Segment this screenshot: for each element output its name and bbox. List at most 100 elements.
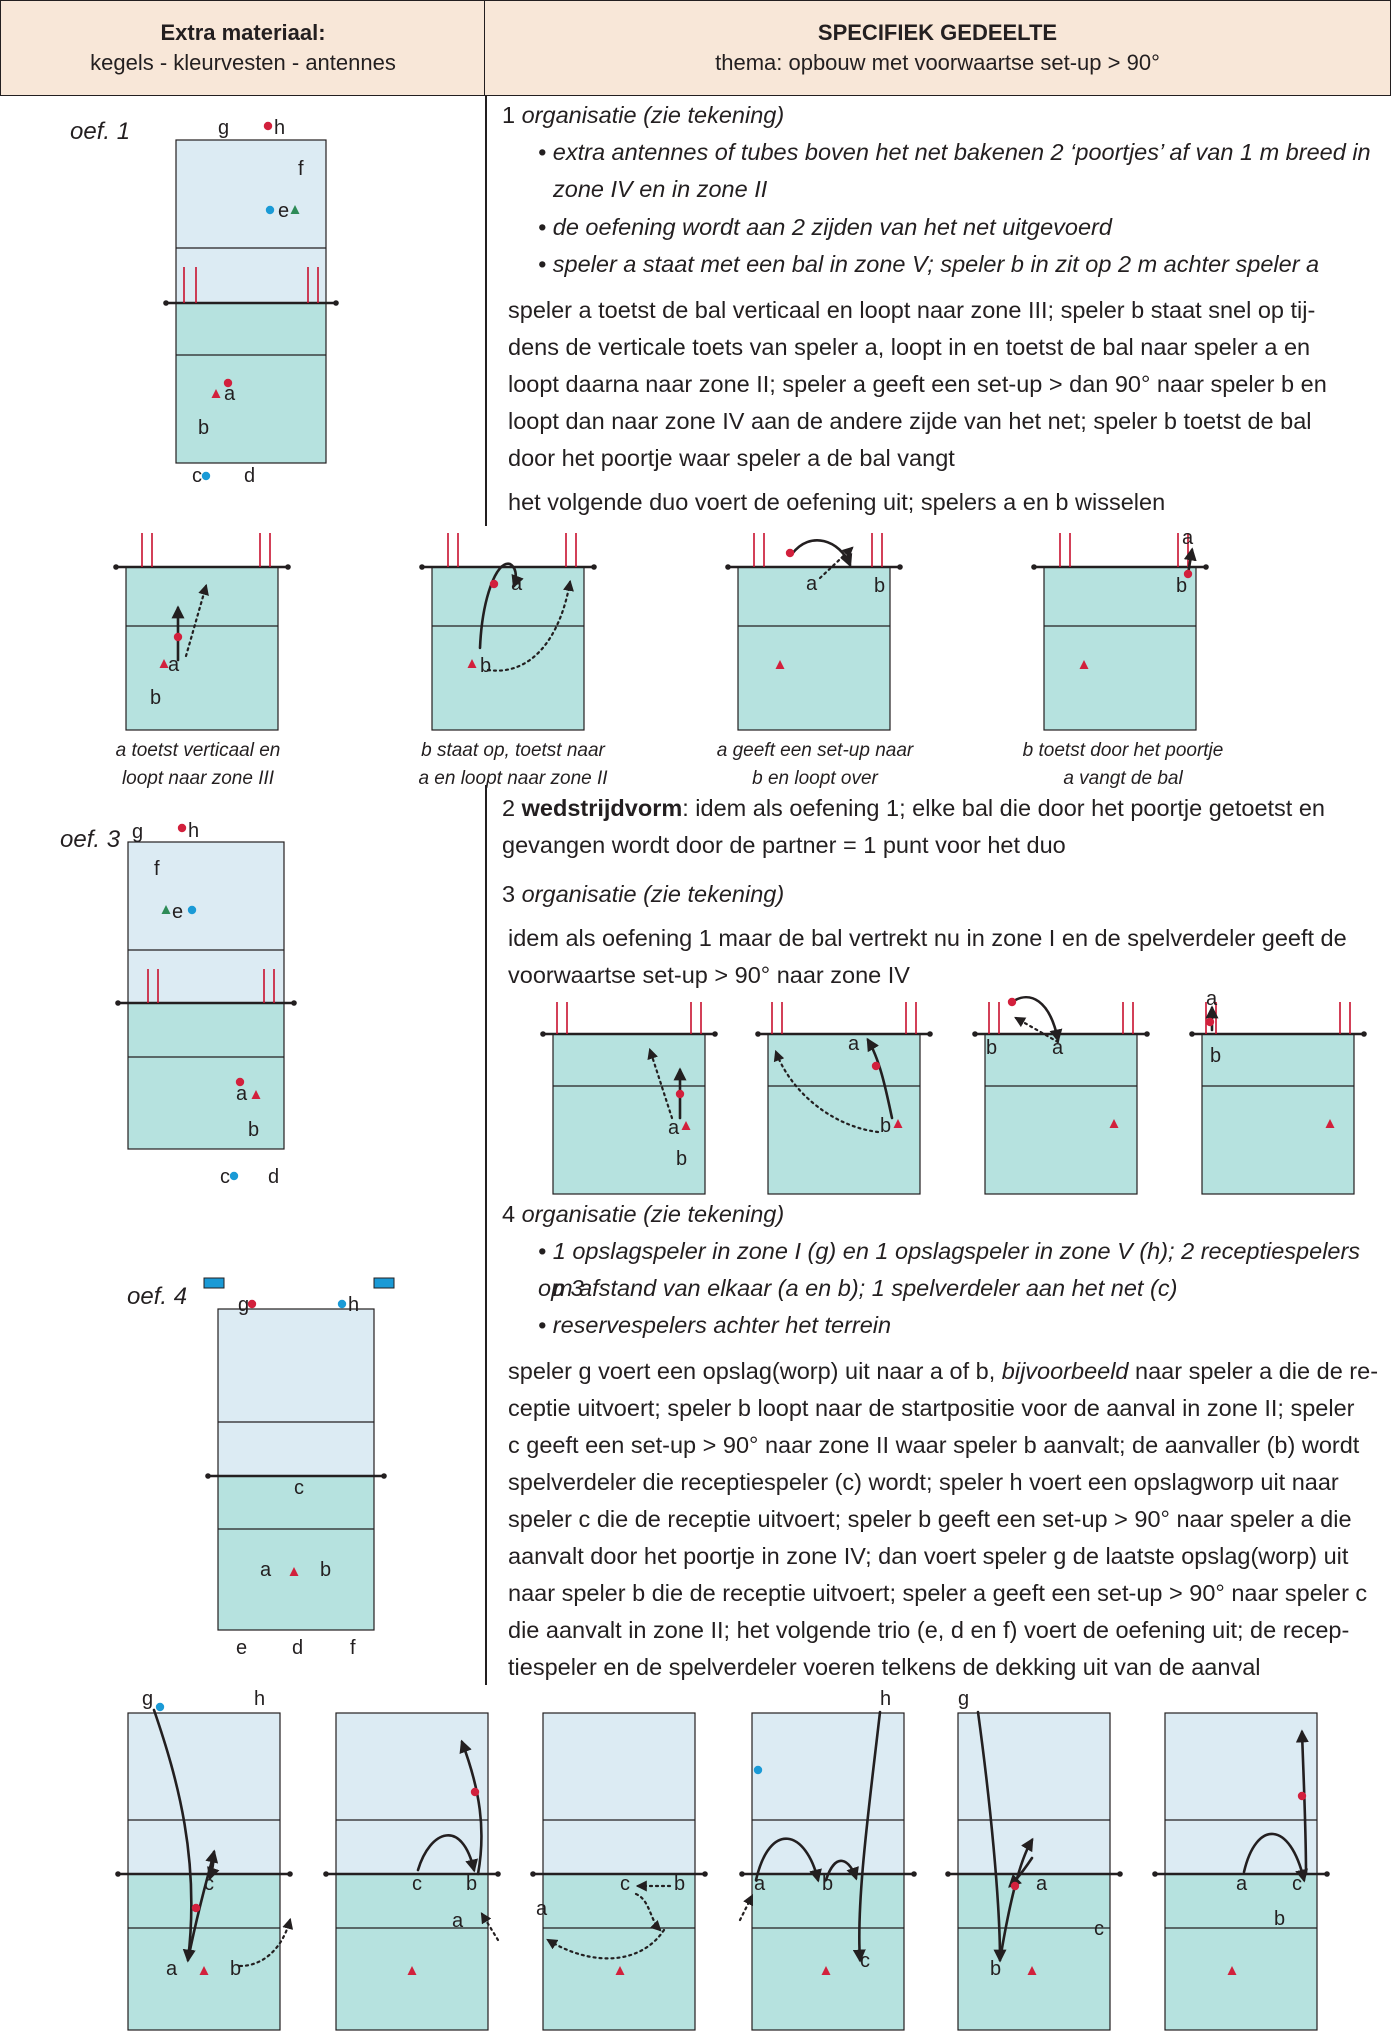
court-area [335,1873,489,2031]
player-label-a: a [536,1898,548,1920]
sec1-bullet-3: • speler a staat met een bal in zone V; … [538,251,1320,277]
player-label-a: a [806,573,818,595]
sec1-heading: 1 organisatie (zie tekening) [502,97,784,134]
court-area [127,1002,285,1150]
sec4-body-2: c geeft een set-up > 90° naar zone II wa… [508,1432,1360,1458]
net-post [163,300,169,306]
oef3-label: oef. 3 [60,826,121,853]
column-divider-top [485,96,487,526]
cone [467,659,477,668]
court-area [175,139,327,304]
net-post [1144,1031,1150,1037]
player-label-g: g [218,117,229,139]
player-label-f: f [350,1637,356,1659]
net-post [115,1000,121,1006]
player-label-a: a [668,1117,680,1139]
sec3-body-2: voorwaartse set-up > 90° naar zone IV [508,962,910,988]
cone [289,1567,299,1576]
sec3-title: organisatie (zie tekening) [521,881,785,907]
ball-path [1010,996,1063,1043]
net-post [291,1000,297,1006]
ball [1183,569,1193,579]
player-label-c: c [860,1950,870,1972]
sec1-body-2: dens de verticale toets van speler a, lo… [508,334,1311,360]
court-area [552,1033,706,1195]
player-label-b: b [986,1037,997,1059]
ball [1205,1017,1215,1027]
sec4-body-8: tiespeler en de spelverdeler voeren telk… [508,1654,1261,1680]
court-area [1201,1033,1355,1195]
run-path [546,1928,666,1960]
court-area [127,1712,281,1875]
ball-path [824,1859,859,1882]
sec1-number: 1 [502,102,516,128]
net-post [739,1871,745,1877]
player-label-g: g [958,1688,969,1710]
sec4-text: naar speler a die de re- [1128,1358,1379,1384]
player-label-e: e [172,901,183,923]
net-post [205,1473,211,1479]
sec4-heading: 4 organisatie (zie tekening) [502,1196,784,1233]
court-area [127,841,285,1004]
ball [263,121,273,131]
player-label-a: a [452,1910,464,1932]
ball-path [1295,1729,1309,1876]
run-path [1014,1016,1060,1044]
net-post [333,300,339,306]
player-label-a: a [1036,1873,1048,1895]
extra-material-title: Extra materiaal: [160,20,326,45]
cone [159,659,169,668]
player-label-a: a [848,1033,860,1055]
player-label-h: h [188,820,199,842]
court-area [957,1712,1111,1875]
player-label-c: c [192,465,202,487]
caption-3: a geeft een set-up naar b en loopt over [690,737,940,793]
ball [173,632,183,642]
ball-path [478,562,524,650]
sec2-line2: gevangen wordt door de partner = 1 punt … [502,832,1066,858]
player-label-b: b [1274,1908,1285,1930]
sec2-bold: wedstrijdvorm [521,795,683,821]
ball [1010,1881,1020,1891]
cone [1027,1966,1037,1975]
court-area [125,566,279,731]
player-label-b: b [320,1559,331,1581]
net-post [972,1031,978,1037]
net-post [530,1871,536,1877]
sec4-body-3: spelverdeler die receptiespeler (c) word… [508,1469,1339,1495]
run-path [773,1049,880,1134]
player-label-d: d [244,465,255,487]
bench-icon [373,1277,395,1289]
ball [1007,997,1017,1007]
ball [265,205,275,215]
player-label-h: h [348,1294,359,1316]
net-post [702,1871,708,1877]
sec4-bullet-1-cont: m afstand van elkaar (a en b); 1 spelver… [553,1275,1178,1301]
sec4-body-0: speler g voert een opslag(worp) uit naar… [508,1353,1378,1390]
ball-path [459,1739,483,1876]
caption-line: b en loopt over [752,768,878,789]
player-label-e: e [278,200,289,222]
sec1-bullet-2: • de oefening wordt aan 2 zijden van het… [538,214,1112,240]
oef4-label: oef. 4 [127,1283,188,1310]
ball [753,1765,763,1775]
cone [1325,1119,1335,1128]
player-label-b: b [198,417,209,439]
player-label-a: a [754,1873,766,1895]
player-label-c: c [1292,1873,1302,1895]
player-label-c: c [220,1166,230,1188]
player-label-e: e [236,1637,247,1659]
sec4-bullet-text: reservespelers achter het terrein [552,1312,892,1338]
ball-path [866,1037,894,1120]
caption-line: a geeft een set-up naar [716,740,914,761]
player-label-c: c [294,1477,304,1499]
player-label-b: b [990,1958,1001,1980]
run-path [818,546,854,580]
ball-path [852,1710,882,1963]
player-label-a: a [1236,1873,1248,1895]
header-right: SPECIFIEK GEDEELTE thema: opbouw met voo… [484,0,1391,96]
net-post [540,1031,546,1037]
sec4-body-7: die aanvalt in zone II; het volgende tri… [508,1617,1350,1643]
player-label-b: b [1176,575,1187,597]
